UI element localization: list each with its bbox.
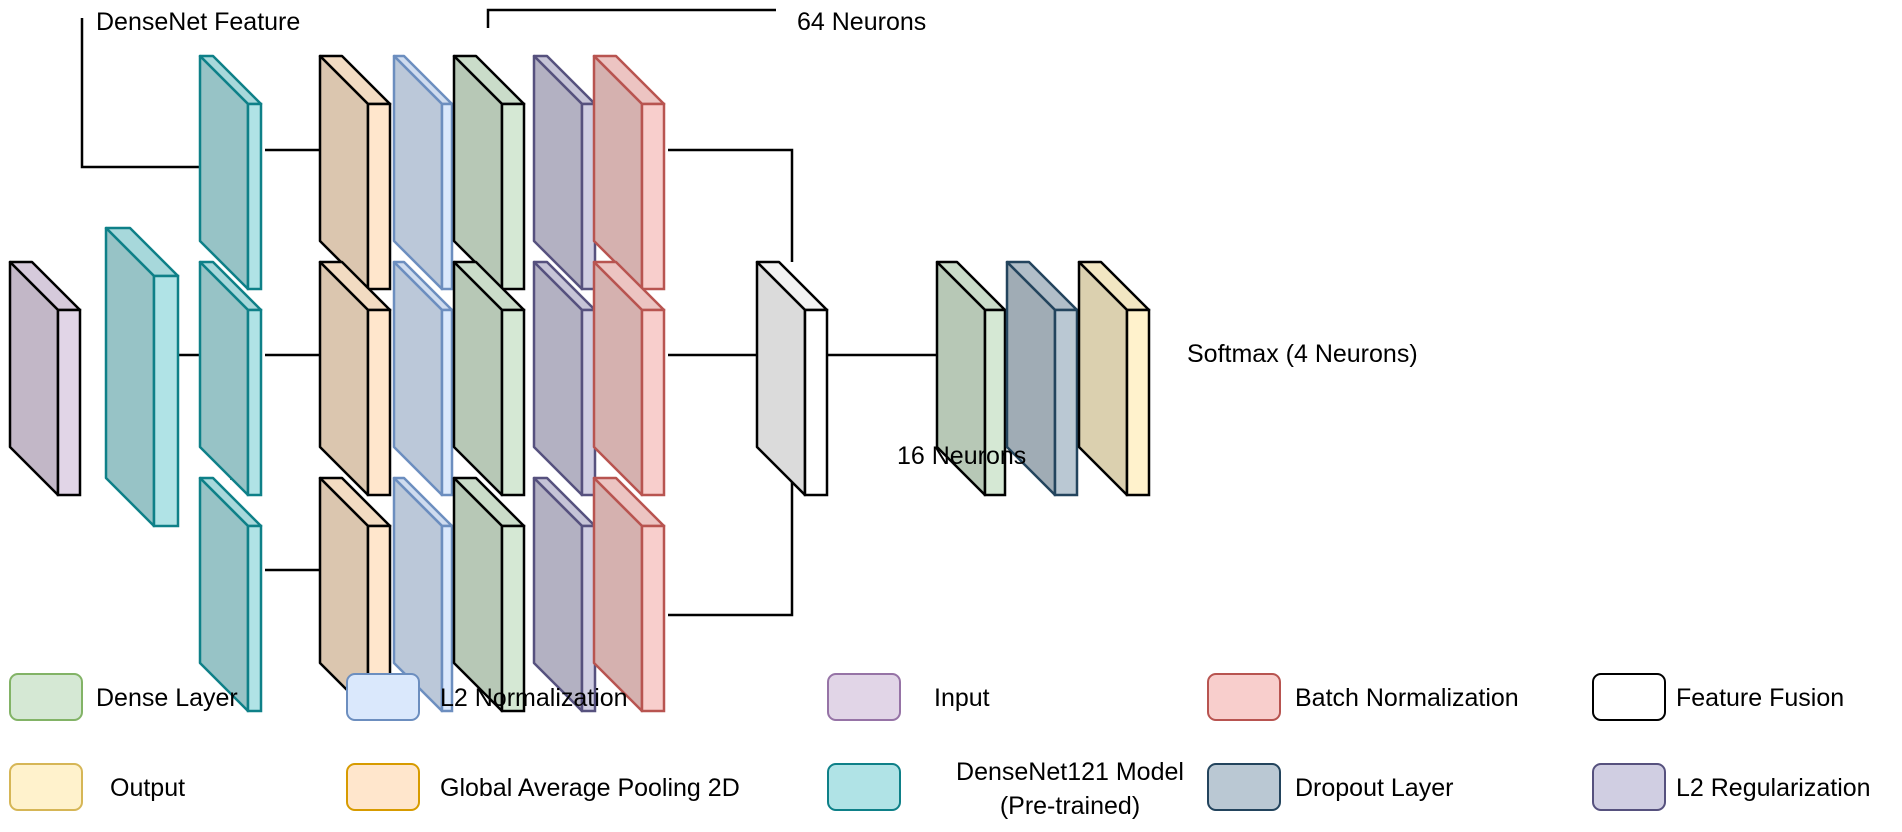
legend-swatch: [346, 673, 420, 721]
softmax-output-block: [1077, 260, 1151, 497]
l2-normalization-block-top-front-face: [440, 102, 454, 291]
l2-regularization-block-bottom: [532, 476, 597, 713]
softmax-label: Softmax (4 Neurons): [1187, 340, 1418, 368]
legend-label: L2 Regularization: [1676, 774, 1871, 802]
legend-item-output: Output: [9, 763, 185, 811]
legend-item-dense-layer: Dense Layer: [9, 673, 238, 721]
densenet-feature-block-bottom: [198, 476, 263, 713]
legend-label: DenseNet121 Model: [956, 758, 1184, 786]
legend-swatch: [827, 673, 901, 721]
densenet-feature-block-top-front-face: [246, 102, 263, 291]
neurons-16-label: 16 Neurons: [897, 442, 1026, 470]
dense-layer-block-top-front-face: [500, 102, 526, 291]
batch-normalization-block-bottom: [592, 476, 666, 713]
batch-normalization-block-bottom-front-face: [640, 524, 666, 713]
densenet-feature-block-top: [198, 54, 263, 291]
legend-item-densenet121-model: DenseNet121 Model (Pre-trained): [827, 758, 1184, 820]
legend-label: L2 Normalization: [440, 684, 628, 712]
input-layer-block-front-face: [56, 308, 82, 497]
legend-item-l2-normalization: L2 Normalization: [346, 673, 628, 721]
legend-swatch: [1592, 763, 1666, 811]
connector-line: [668, 148, 794, 262]
legend-item-dropout-layer: Dropout Layer: [1207, 763, 1453, 811]
l2-normalization-block-top: [392, 54, 454, 291]
batch-normalization-block-middle: [592, 260, 666, 497]
dropout-layer-block: [1005, 260, 1079, 497]
dense-16-neurons-block-front-face: [983, 308, 1007, 497]
legend-swatch: [1207, 673, 1281, 721]
legend-swatch: [1207, 763, 1281, 811]
l2-normalization-block-middle-front-face: [440, 308, 454, 497]
legend-swatch: [9, 763, 83, 811]
dropout-layer-block-front-face: [1053, 308, 1079, 497]
dense-16-neurons-block: [935, 260, 1007, 497]
global-avg-pool-block-middle-front-face: [366, 308, 392, 497]
legend-label: Feature Fusion: [1676, 684, 1844, 712]
feature-fusion-block-front-face: [803, 308, 829, 497]
batch-normalization-block-middle-front-face: [640, 308, 666, 497]
l2-normalization-block-middle: [392, 260, 454, 497]
l2-normalization-block-bottom: [392, 476, 454, 713]
densenet121-model-block: [104, 226, 180, 528]
legend-swatch: [827, 763, 901, 811]
input-layer-block: [8, 260, 82, 497]
legend-label: Input: [934, 684, 990, 712]
batch-normalization-block-top: [592, 54, 666, 291]
global-avg-pool-block-bottom: [318, 476, 392, 713]
legend-label: Batch Normalization: [1295, 684, 1519, 712]
legend-label: Dropout Layer: [1295, 774, 1453, 802]
legend-item-l2-regularization: L2 Regularization: [1592, 763, 1871, 811]
densenet-feature-label: DenseNet Feature: [96, 8, 300, 36]
legend-item-batch-normalization: Batch Normalization: [1207, 673, 1519, 721]
connector-line: [486, 8, 776, 28]
legend-item-global-average-pooling-2d: Global Average Pooling 2D: [346, 763, 740, 811]
l2-regularization-block-middle: [532, 260, 597, 497]
connector-line: [668, 447, 794, 617]
connector-line: [80, 18, 200, 169]
dense-layer-block-top: [452, 54, 526, 291]
softmax-output-block-front-face: [1125, 308, 1151, 497]
densenet-feature-block-middle-front-face: [246, 308, 263, 497]
dense-layer-block-bottom: [452, 476, 526, 713]
legend-label-line2: (Pre-trained): [1000, 792, 1140, 820]
legend: Dense Layer L2 Normalization Input Batch No…: [9, 673, 1871, 820]
legend-swatch: [9, 673, 83, 721]
global-avg-pool-block-top: [318, 54, 392, 291]
legend-swatch: [346, 763, 420, 811]
legend-label: Dense Layer: [96, 684, 238, 712]
l2-normalization-block-bottom-front-face: [440, 524, 454, 713]
legend-label: Output: [110, 774, 185, 802]
batch-normalization-block-top-front-face: [640, 102, 666, 291]
dense-layer-block-bottom-front-face: [500, 524, 526, 713]
legend-item-feature-fusion: Feature Fusion: [1592, 673, 1844, 721]
densenet-feature-block-bottom-front-face: [246, 524, 263, 713]
dense-layer-block-middle-front-face: [500, 308, 526, 497]
legend-item-input: Input: [827, 673, 990, 721]
global-avg-pool-block-top-front-face: [366, 102, 392, 291]
densenet121-model-block-side-face: [104, 226, 156, 528]
densenet121-model-block-front-face: [152, 274, 180, 528]
layer-blocks: [8, 54, 1151, 713]
global-avg-pool-block-middle: [318, 260, 392, 497]
densenet-feature-block-middle: [198, 260, 263, 497]
legend-label: Global Average Pooling 2D: [440, 774, 740, 802]
dense-layer-block-middle: [452, 260, 526, 497]
legend-swatch: [1592, 673, 1666, 721]
neurons-64-label: 64 Neurons: [797, 8, 926, 36]
l2-regularization-block-top: [532, 54, 597, 291]
feature-fusion-block: [755, 260, 829, 497]
